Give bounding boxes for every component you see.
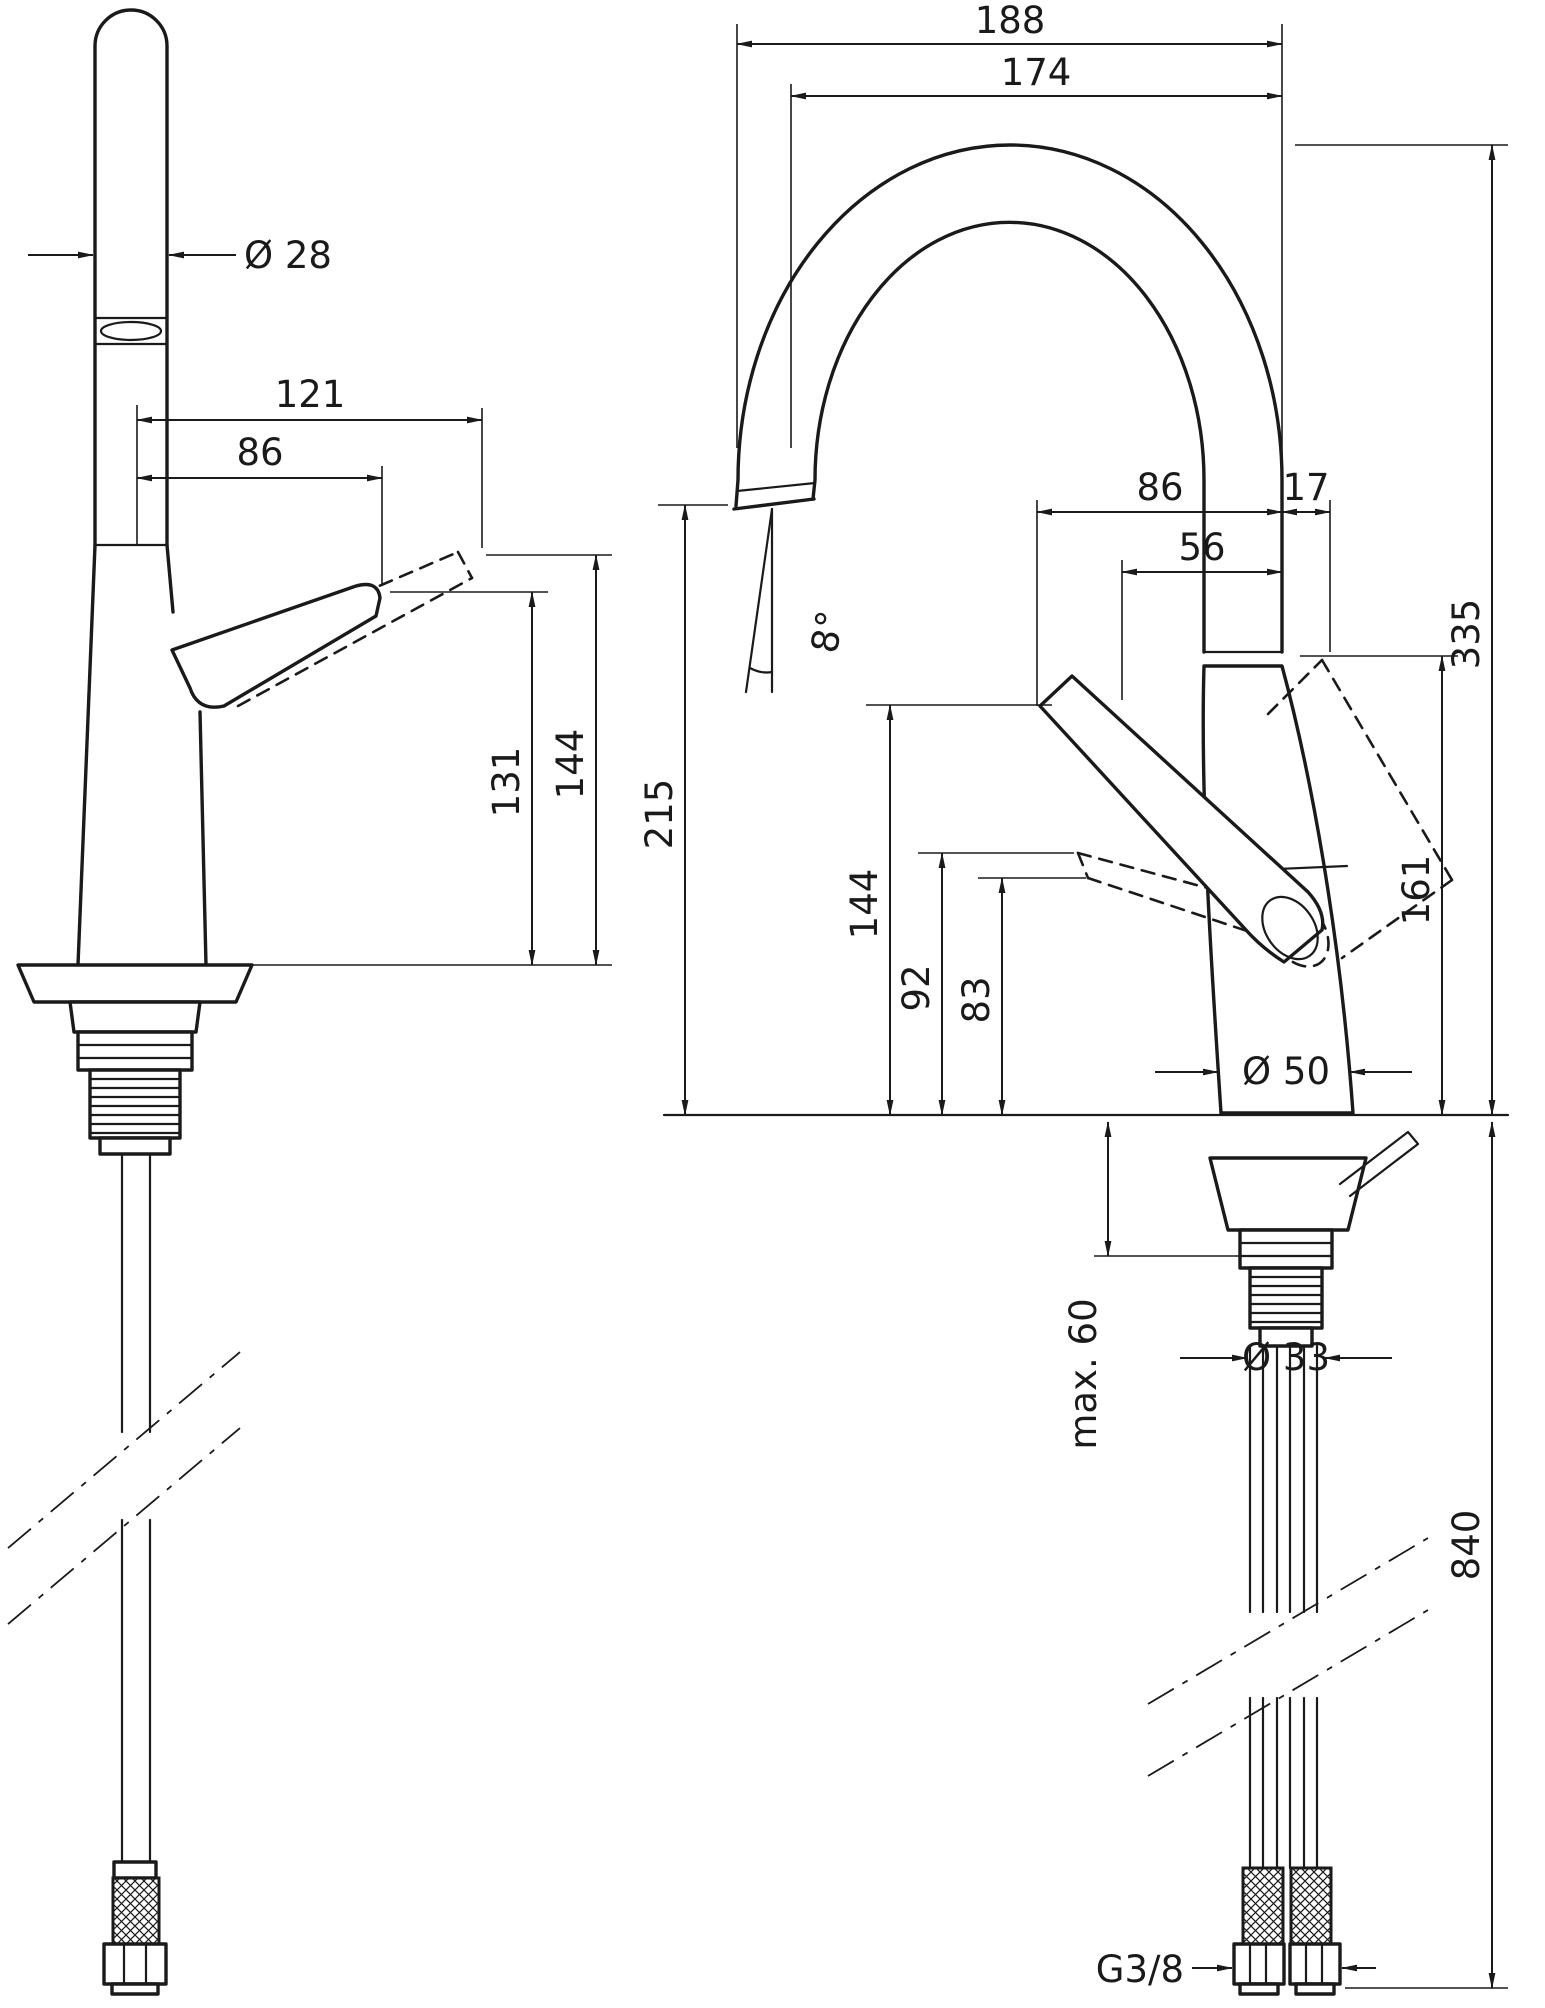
connector-nut-right bbox=[1288, 1942, 1342, 1986]
right-view: 188 174 86 17 56 8° 335 215 bbox=[638, 0, 1510, 1996]
spout-outlet-face bbox=[732, 497, 816, 511]
thread-lines bbox=[88, 1077, 182, 1135]
dim-label-height-closed: 131 bbox=[485, 747, 528, 818]
dim-label-offset-56: 56 bbox=[1178, 526, 1225, 569]
braided-connector bbox=[111, 1876, 161, 1946]
shank-collar bbox=[98, 1136, 172, 1156]
supply-hoses-lower bbox=[1248, 1696, 1319, 1870]
supply-hose-lower bbox=[120, 1518, 152, 1864]
swivel-joint-lines bbox=[1202, 650, 1284, 668]
faucet-body bbox=[76, 543, 208, 967]
escutcheon bbox=[1208, 1156, 1368, 1232]
dim-label-base-diameter: Ø 50 bbox=[1242, 1050, 1330, 1093]
dim-label-shank-diameter: Ø 33 bbox=[1242, 1336, 1330, 1379]
fixation-nut-lines bbox=[1238, 1241, 1334, 1258]
connector-end-right bbox=[1294, 1982, 1336, 1996]
dim-label-height-open: 144 bbox=[549, 729, 592, 800]
connector-nut-left-facets bbox=[1248, 1942, 1268, 1986]
connector-end bbox=[110, 1982, 160, 1996]
dim-label-hose-length: 840 bbox=[1445, 1510, 1488, 1581]
dim-label-reach-closed: 86 bbox=[236, 431, 283, 474]
spout-outlet-band bbox=[735, 481, 817, 493]
fixation-nut bbox=[1238, 1228, 1334, 1270]
spout-column bbox=[93, 8, 169, 547]
threaded-shank bbox=[88, 1068, 182, 1140]
connector-nut-facets bbox=[122, 1942, 148, 1986]
supply-hose-upper bbox=[120, 1152, 152, 1434]
handle-lever bbox=[170, 582, 382, 709]
mounting-nut-lines bbox=[76, 1043, 194, 1060]
fixation-lever bbox=[1338, 1130, 1420, 1198]
mounting-nut bbox=[76, 1030, 194, 1072]
thread-lines-front bbox=[1248, 1275, 1324, 1324]
dim-label-outlet-height: 215 bbox=[638, 779, 681, 850]
connector-nut-right-facets bbox=[1304, 1942, 1324, 1986]
handle-pivot bbox=[1261, 895, 1319, 961]
handle-lever-front bbox=[1038, 674, 1325, 964]
hose-collar bbox=[112, 1860, 158, 1880]
shank-clamp bbox=[1258, 1326, 1314, 1348]
dim-label-offset-86: 86 bbox=[1136, 466, 1183, 509]
dim-label-spout-diameter: Ø 28 bbox=[244, 234, 332, 277]
left-view: Ø 28 121 86 131 144 bbox=[7, 8, 612, 1996]
left-view-dimensions: Ø 28 121 86 131 144 bbox=[28, 234, 612, 966]
dim-label-handle-height: 161 bbox=[1395, 855, 1438, 926]
dim-label-height-83: 83 bbox=[955, 976, 998, 1023]
dim-label-connection-thread: G3/8 bbox=[1096, 1948, 1184, 1991]
spout-arc-inner bbox=[811, 220, 1206, 654]
braided-connector-right bbox=[1289, 1866, 1333, 1946]
dim-label-max-counter-thickness: max. 60 bbox=[1062, 1298, 1105, 1449]
aerator-band bbox=[93, 316, 169, 346]
right-view-dimensions: 188 174 86 17 56 8° 335 215 bbox=[638, 0, 1508, 1991]
break-marks-front bbox=[1147, 1537, 1429, 1777]
handle-dashed-positions bbox=[1076, 658, 1454, 968]
dim-label-outlet-angle: 8° bbox=[803, 607, 853, 656]
supply-hoses-upper bbox=[1248, 1344, 1319, 1614]
dim-label-height-144: 144 bbox=[843, 869, 886, 940]
dim-label-spout-reach: 174 bbox=[1001, 51, 1072, 94]
spout-arc-outer bbox=[734, 143, 1284, 654]
aerator-ring bbox=[99, 320, 163, 342]
break-marks bbox=[7, 1351, 241, 1625]
braided-connector-left bbox=[1241, 1866, 1285, 1946]
dim-label-overall-width: 188 bbox=[975, 0, 1046, 42]
connector-nut bbox=[102, 1942, 168, 1986]
dim-label-reach-open: 121 bbox=[275, 373, 346, 416]
flange-step bbox=[68, 1000, 202, 1034]
connector-end-left bbox=[1238, 1982, 1280, 1996]
dim-label-height-92: 92 bbox=[895, 964, 938, 1011]
dim-label-spout-height: 335 bbox=[1445, 599, 1488, 670]
connector-nut-left bbox=[1232, 1942, 1286, 1986]
base-flange bbox=[16, 963, 254, 1004]
dim-label-offset-17: 17 bbox=[1282, 466, 1329, 509]
